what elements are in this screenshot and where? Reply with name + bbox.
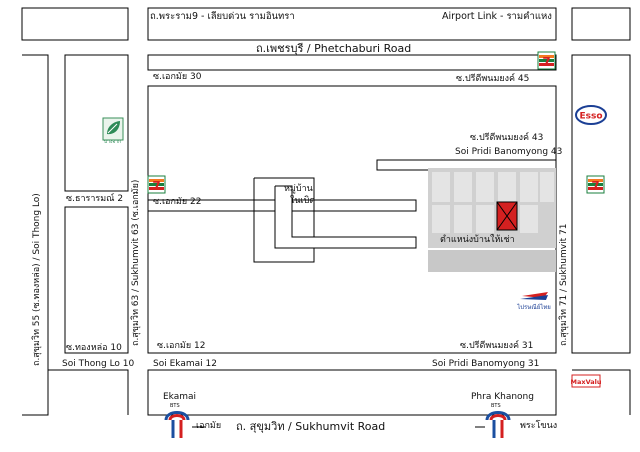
- svg-text:7: 7: [542, 55, 550, 69]
- village-label-line1: หมู่บ้าน: [284, 184, 313, 194]
- block-right-main: [571, 54, 631, 354]
- svg-text:7: 7: [591, 179, 599, 193]
- village-label-line2: ในเบิด: [290, 196, 316, 206]
- station-phrakhanong-th: พระโขนง: [520, 421, 558, 431]
- station-ekamai-th: เอกมัย: [196, 421, 222, 431]
- rental-house-marker: [496, 201, 518, 231]
- bts-label-phrakhanong: BTS: [491, 403, 501, 409]
- road-label-thonglor10-th: ซ.ทองหล่อ 10: [66, 343, 122, 353]
- seven-eleven-icon-right: 7: [586, 175, 605, 194]
- block-right-top: [571, 7, 631, 41]
- bangchak-label: บางจาก: [104, 139, 122, 145]
- block-right-bottom: [572, 369, 631, 415]
- block-top-right: [147, 7, 557, 41]
- village-inner-road: [274, 185, 417, 249]
- svg-text:7: 7: [152, 179, 160, 193]
- house-location-label: ตำแหน่งบ้านให้เช่า: [440, 235, 515, 245]
- road-label-pridi31-th: ซ.ปรีดีพนมยงค์ 31: [460, 341, 534, 351]
- road-label-pridi43-th: ซ.ปรีดีพนมยงค์ 43: [470, 133, 544, 143]
- road-label-thonglor10-en: Soi Thong Lo 10: [62, 359, 135, 369]
- road-label-ekamai12-th: ซ.เอกมัย 12: [157, 341, 206, 351]
- block-bottom-left: [48, 369, 129, 415]
- bangchak-icon: [102, 117, 124, 141]
- block-left-upper: [64, 54, 129, 192]
- road-label-airport-link: Airport Link - รามคำแหง: [442, 11, 552, 22]
- block-top-left: [21, 7, 129, 41]
- road-label-ekamai12-en: Soi Ekamai 12: [153, 359, 217, 369]
- road-label-ekamai22: ซ.เอกมัย 22: [153, 197, 202, 207]
- village-outline: [253, 177, 315, 263]
- road-label-sukhumvit55: ถ.สุขุมวิท 55 (ซ.ทองหล่อ) / Soi Thong Lo…: [32, 193, 42, 366]
- rental-houses: [428, 168, 556, 272]
- road-label-pridi31-en: Soi Pridi Banomyong 31: [432, 359, 540, 369]
- svg-text:ไปรษณีย์ไทย: ไปรษณีย์ไทย: [516, 303, 551, 311]
- bts-phrakhanong-icon: [485, 411, 511, 438]
- road-label-sukhumvit71: ถ.สุขุมวิท 71 / Sukhumvit 71: [559, 223, 569, 346]
- svg-text:Esso: Esso: [579, 112, 602, 122]
- bts-ekamai-icon: [164, 411, 190, 438]
- maxvalu-icon: MaxValu: [571, 374, 602, 388]
- bts-label-ekamai: BTS: [170, 403, 180, 409]
- esso-icon: Esso: [575, 105, 607, 125]
- road-label-ekamai30: ซ.เอกมัย 30: [153, 72, 202, 82]
- block-far-left: [22, 54, 49, 416]
- road-label-phetchaburi: ถ.เพชรบุรี / Phetchaburi Road: [256, 42, 412, 55]
- block-phetchaburi-strip: [147, 54, 557, 71]
- road-label-sukhumvit63: ถ.สุขุมวิท 63 / Sukhumvit 63 (ซ.เอกมัย): [131, 179, 141, 346]
- station-ekamai-en: Ekamai: [163, 392, 197, 402]
- road-label-pridi43-en: Soi Pridi Banomyong 43: [455, 147, 563, 157]
- seven-eleven-icon-mid: 7: [147, 175, 166, 194]
- road-label-tharaman2: ซ.ธารารมณ์ 2: [66, 194, 124, 204]
- seven-eleven-icon-top: 7: [537, 51, 556, 70]
- road-label-sukhumvit: ถ. สุขุมวิท / Sukhumvit Road: [236, 420, 386, 433]
- road-label-rama9: ถ.พระราม9 - เลียบด่วน รามอินทรา: [150, 11, 295, 22]
- thaipost-icon: ไปรษณีย์ไทย: [516, 292, 551, 311]
- road-label-pridi45: ซ.ปรีดีพนมยงค์ 45: [456, 74, 530, 84]
- block-bottom-center: [147, 369, 557, 416]
- svg-text:MaxValu: MaxValu: [571, 378, 602, 386]
- block-left-lower: [64, 206, 129, 354]
- station-phrakhanong-en: Phra Khanong: [471, 392, 534, 402]
